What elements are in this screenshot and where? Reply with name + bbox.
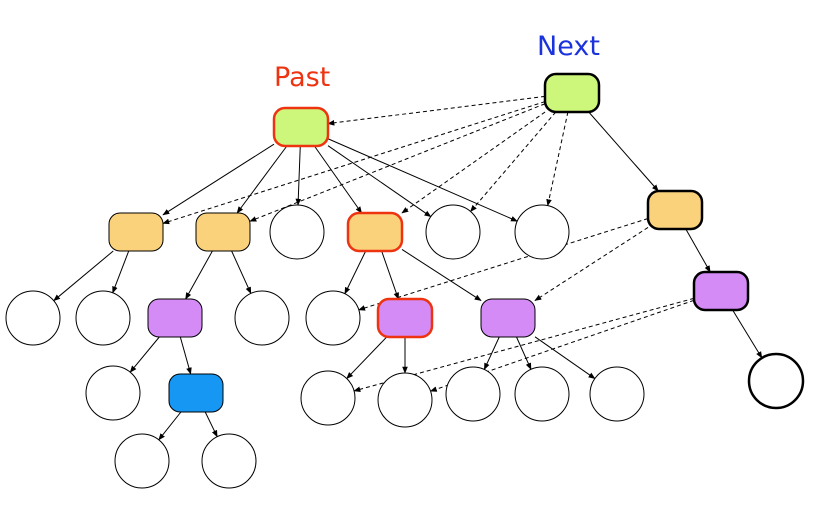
leaf-node bbox=[234, 290, 290, 346]
tree-nodes bbox=[5, 72, 805, 489]
dashed-edge bbox=[470, 111, 557, 213]
dashed-edge bbox=[534, 227, 649, 301]
purple-node-next-path bbox=[692, 270, 750, 312]
leaf-node bbox=[5, 290, 61, 346]
purple-node-highlighted bbox=[376, 297, 434, 339]
tree-edge bbox=[231, 250, 252, 295]
tree-edge bbox=[534, 336, 596, 379]
leaf-node bbox=[514, 204, 570, 260]
tree-edge bbox=[179, 336, 192, 375]
leaf-node bbox=[269, 204, 325, 260]
tree-edge bbox=[381, 250, 399, 300]
dashed-edge bbox=[162, 101, 546, 225]
orange-node bbox=[108, 212, 164, 252]
tree-edge bbox=[162, 143, 275, 216]
orange-node-next-path bbox=[646, 189, 704, 231]
tree-edge bbox=[685, 228, 711, 273]
tree-edge bbox=[53, 250, 114, 302]
dashed-edge bbox=[353, 297, 695, 392]
leaf-node bbox=[514, 366, 570, 422]
tree-edge bbox=[401, 249, 482, 301]
tree-edge bbox=[204, 411, 218, 438]
dashed-edge bbox=[327, 95, 546, 126]
past-node bbox=[272, 106, 330, 148]
tree-edge bbox=[588, 111, 659, 192]
orange-node-highlighted bbox=[346, 211, 404, 253]
leaf-node bbox=[114, 433, 170, 489]
tree-edge bbox=[185, 250, 213, 300]
tree-edge bbox=[129, 336, 160, 373]
purple-node bbox=[480, 298, 536, 338]
tree-edge bbox=[295, 145, 302, 206]
purple-node bbox=[147, 298, 203, 338]
dashed-edge bbox=[358, 218, 649, 311]
leaf-node bbox=[445, 366, 501, 422]
dashed-edge bbox=[249, 103, 546, 222]
tree-edge bbox=[236, 145, 288, 214]
leaf-node bbox=[85, 365, 141, 421]
tree-edge bbox=[344, 250, 367, 295]
next-label: Next bbox=[537, 31, 600, 62]
dashed-edge bbox=[546, 111, 569, 207]
past-label: Past bbox=[274, 62, 331, 93]
leaf-node-next-path bbox=[747, 352, 805, 410]
tree-edges bbox=[53, 111, 763, 441]
leaf-node bbox=[589, 366, 645, 422]
dashed-edge bbox=[401, 111, 546, 214]
tree-edge bbox=[313, 145, 363, 214]
leaf-node bbox=[201, 433, 257, 489]
leaf-node bbox=[305, 290, 361, 346]
tree-edge bbox=[112, 250, 130, 294]
leaf-node bbox=[300, 370, 356, 426]
tree-edge bbox=[483, 336, 500, 371]
tree-edge bbox=[732, 309, 763, 359]
tree-edge bbox=[158, 411, 182, 441]
tree-edge bbox=[516, 336, 532, 370]
leaf-node bbox=[377, 372, 433, 428]
leaf-node bbox=[425, 204, 481, 260]
next-node bbox=[543, 72, 601, 114]
blue-node bbox=[168, 373, 224, 413]
tree-edge bbox=[346, 336, 388, 380]
leaf-node bbox=[75, 290, 131, 346]
orange-node bbox=[195, 212, 251, 252]
tree-edge bbox=[327, 138, 518, 222]
tree-edge bbox=[327, 145, 432, 218]
